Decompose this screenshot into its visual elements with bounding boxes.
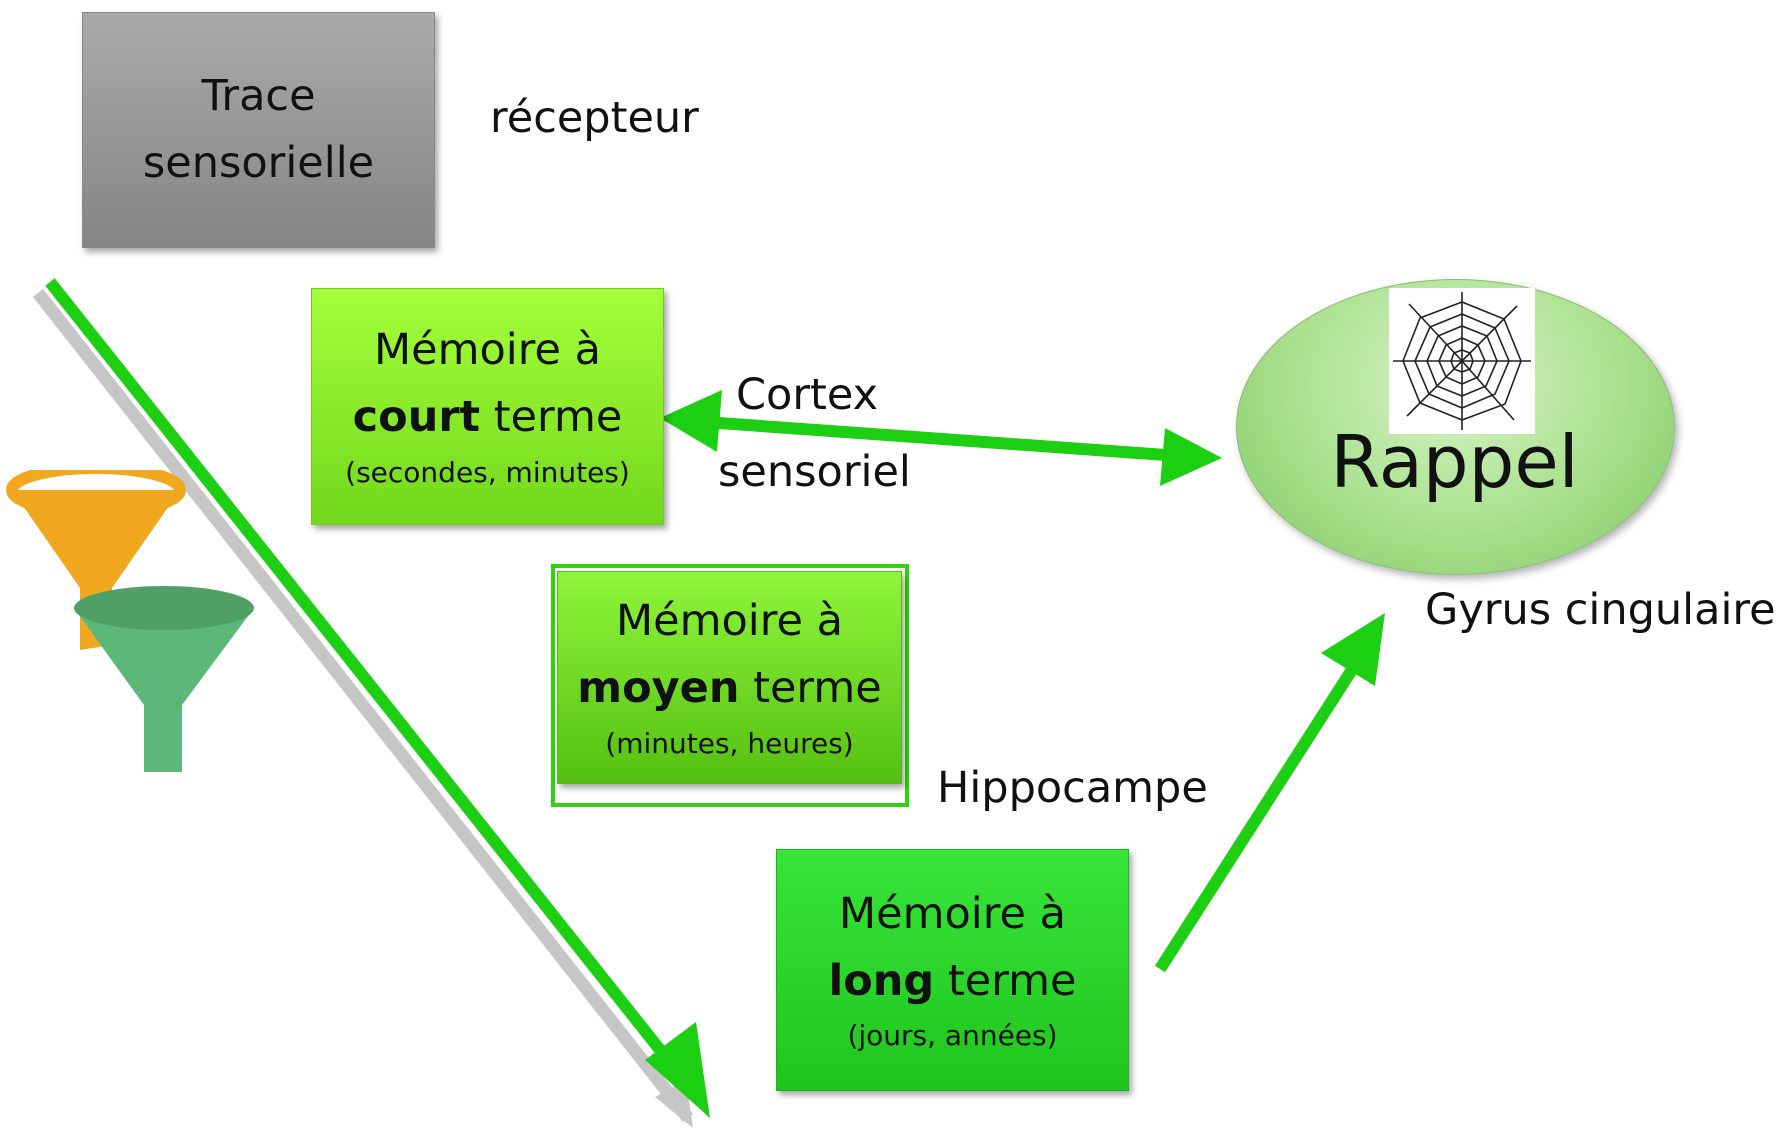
long-line1: Mémoire à bbox=[839, 888, 1066, 939]
court-bold: court bbox=[352, 392, 481, 443]
double-arrow-right-head bbox=[1160, 428, 1222, 486]
moyen-line1: Mémoire à bbox=[616, 596, 843, 647]
gyrus-cingulaire-label: Gyrus cingulaire bbox=[1425, 585, 1776, 635]
moyen-bold: moyen bbox=[577, 663, 740, 714]
court-line1: Mémoire à bbox=[374, 325, 601, 376]
sensoriel-label: sensoriel bbox=[718, 447, 911, 497]
green-diagonal-arrow bbox=[45, 278, 681, 1074]
long-bold: long bbox=[828, 955, 935, 1006]
hippocampe-label: Hippocampe bbox=[937, 763, 1208, 813]
court-line2: court terme bbox=[353, 384, 623, 451]
trace-line2: sensorielle bbox=[142, 138, 375, 188]
arrow-long-to-rappel-head bbox=[1321, 613, 1385, 686]
court-sub: (secondes, minutes) bbox=[345, 455, 630, 489]
moyen-sub: (minutes, heures) bbox=[605, 726, 854, 760]
trace-line1: Trace bbox=[201, 71, 316, 122]
spider-web-icon bbox=[1389, 288, 1535, 434]
funnel-orange-icon bbox=[6, 470, 186, 650]
double-arrow-left-head bbox=[660, 390, 722, 452]
gray-diagonal-line bbox=[32, 288, 694, 1123]
long-line2: long terme bbox=[829, 948, 1077, 1015]
funnel-green-icon bbox=[74, 586, 254, 772]
recepteur-label: récepteur bbox=[490, 93, 699, 143]
memoire-court-terme-box: Mémoire à court terme (secondes, minutes… bbox=[311, 288, 664, 525]
moyen-rest: terme bbox=[739, 663, 882, 714]
trace-sensorielle-box: Trace sensorielle bbox=[82, 12, 435, 248]
rappel-label: Rappel bbox=[1330, 420, 1579, 504]
long-sub: (jours, années) bbox=[847, 1019, 1058, 1053]
court-rest: terme bbox=[480, 392, 623, 443]
arrow-long-to-rappel bbox=[1154, 661, 1361, 973]
cortex-label: Cortex bbox=[736, 370, 879, 420]
funnels-illustration bbox=[6, 470, 254, 772]
moyen-line2: moyen terme bbox=[577, 655, 881, 722]
memoire-moyen-terme-box: Mémoire à moyen terme (minutes, heures) bbox=[557, 571, 902, 784]
long-rest: terme bbox=[934, 955, 1077, 1006]
memoire-moyen-frame bbox=[551, 564, 909, 807]
double-arrow-cortex bbox=[704, 416, 1181, 462]
green-diagonal-arrowhead bbox=[645, 1022, 710, 1118]
memoire-long-terme-box: Mémoire à long terme (jours, années) bbox=[776, 849, 1129, 1091]
